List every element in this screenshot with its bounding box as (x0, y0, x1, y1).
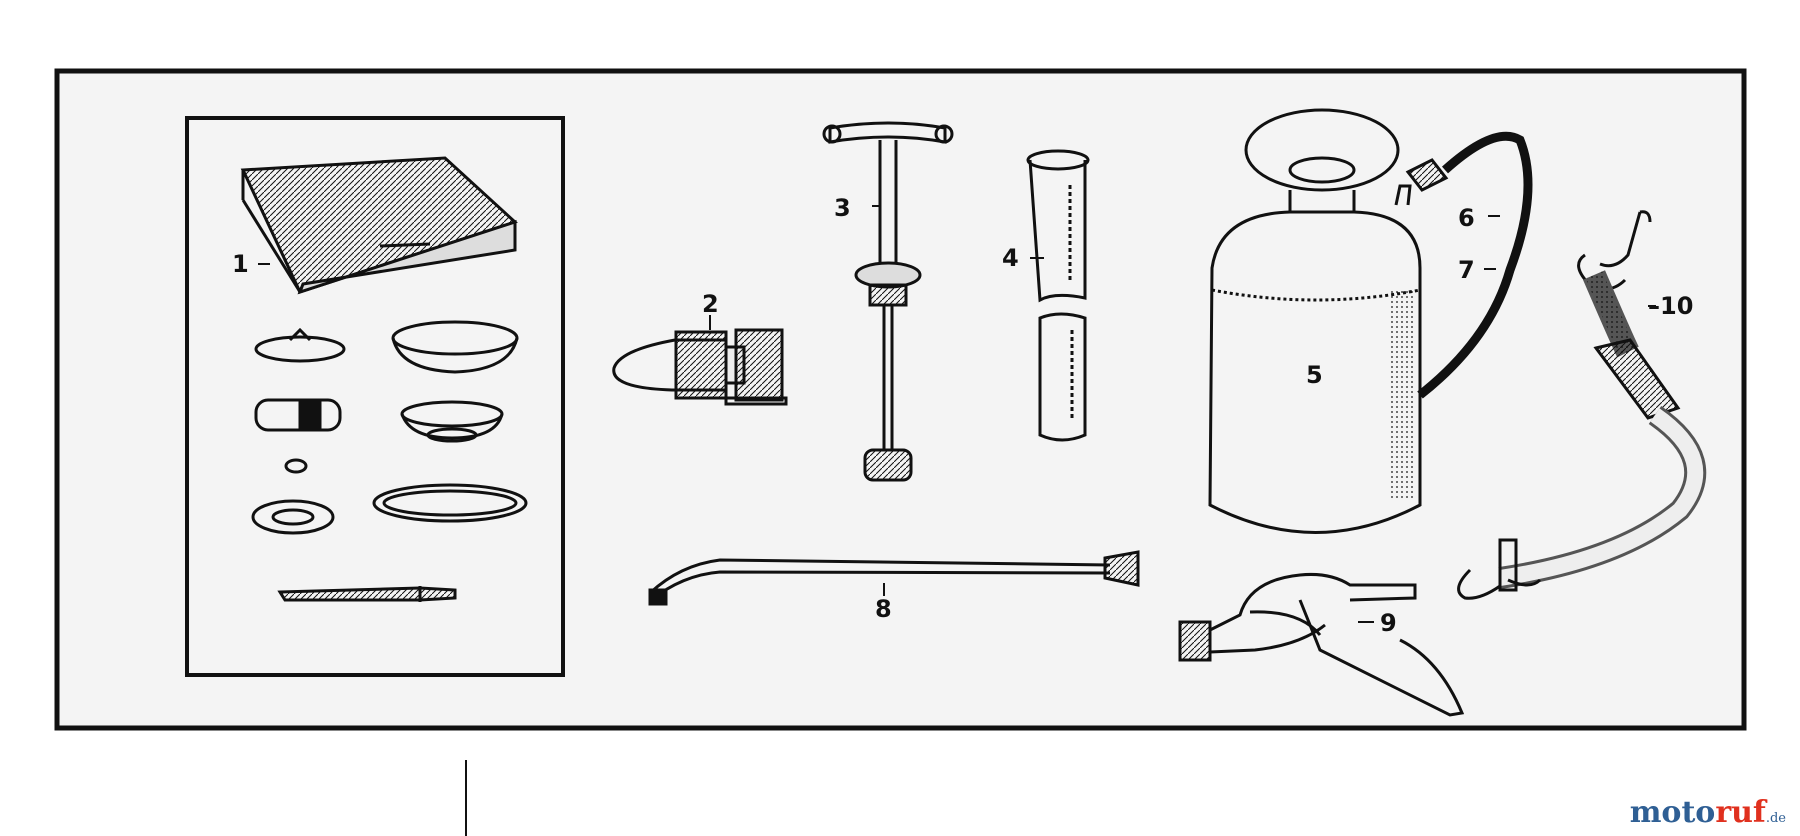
part-3-pump-plunger (822, 121, 954, 482)
callout-5: 5 (1306, 361, 1323, 389)
callout-1: 1 (232, 250, 249, 278)
callout-6: 6 (1458, 204, 1475, 232)
callout-9: 9 (1380, 609, 1397, 637)
motoruf-logo: motoruf.de (1630, 795, 1786, 830)
callout-8: 8 (875, 595, 892, 623)
leader-lines (258, 205, 1656, 623)
callout-7: 7 (1458, 256, 1475, 284)
callout-4: 4 (1002, 244, 1019, 272)
part-4-pump-cylinder (1026, 149, 1090, 442)
callout-10-dash: – (1648, 292, 1660, 320)
part-2-nozzle (612, 328, 788, 406)
callout-2: 2 (702, 290, 719, 318)
callout-10: –10 (1648, 294, 1693, 318)
part-9-trigger-handle (1178, 573, 1465, 717)
part-10-strap (1457, 210, 1707, 600)
callout-3: 3 (834, 194, 851, 222)
watermark-tld: .de (1765, 811, 1786, 826)
part-6-7-hose (1405, 131, 1533, 399)
callout-10-number: 10 (1660, 292, 1694, 320)
part-5-tank (1208, 108, 1422, 534)
part-8-spray-lance (648, 550, 1140, 606)
watermark-moto: moto (1629, 795, 1716, 830)
watermark-ruf: ruf (1715, 795, 1766, 830)
part-1-repair-kit (240, 156, 528, 602)
